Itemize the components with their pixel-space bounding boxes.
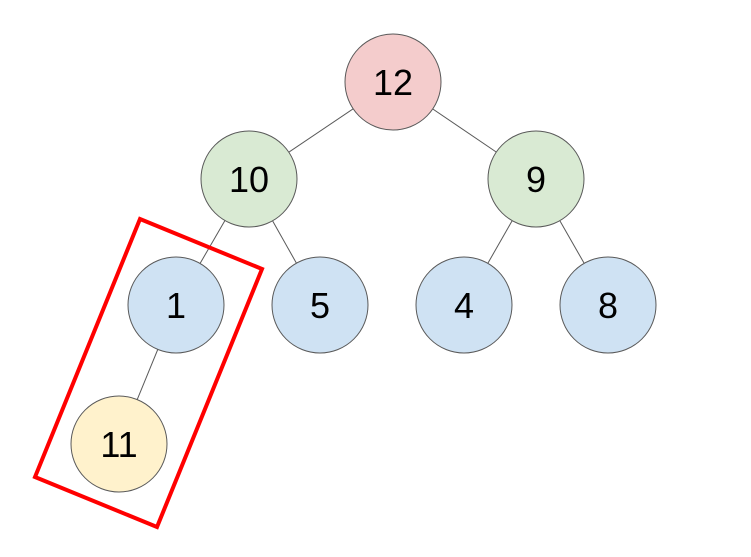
tree-node-11: 11 xyxy=(70,395,168,493)
tree-node-5: 5 xyxy=(271,256,369,354)
node-label: 1 xyxy=(166,285,186,326)
node-label: 4 xyxy=(454,285,474,326)
node-circle xyxy=(344,33,442,131)
node-label: 5 xyxy=(310,285,330,326)
node-circle xyxy=(200,130,298,228)
tree-node-4: 4 xyxy=(415,256,513,354)
node-label: 11 xyxy=(100,424,137,465)
tree-node-1: 1 xyxy=(127,256,225,354)
node-circle xyxy=(487,130,585,228)
node-label: 12 xyxy=(373,62,413,103)
highlight-box xyxy=(32,216,265,530)
node-label: 9 xyxy=(526,159,546,200)
node-label: 8 xyxy=(598,285,618,326)
node-label: 10 xyxy=(229,159,269,200)
node-circle xyxy=(271,256,369,354)
node-circle xyxy=(559,256,657,354)
tree-node-8: 8 xyxy=(559,256,657,354)
node-circle xyxy=(70,395,168,493)
tree-node-9: 9 xyxy=(487,130,585,228)
node-circle xyxy=(415,256,513,354)
node-circle xyxy=(127,256,225,354)
tree-node-12: 12 xyxy=(344,33,442,131)
tree-node-10: 10 xyxy=(200,130,298,228)
